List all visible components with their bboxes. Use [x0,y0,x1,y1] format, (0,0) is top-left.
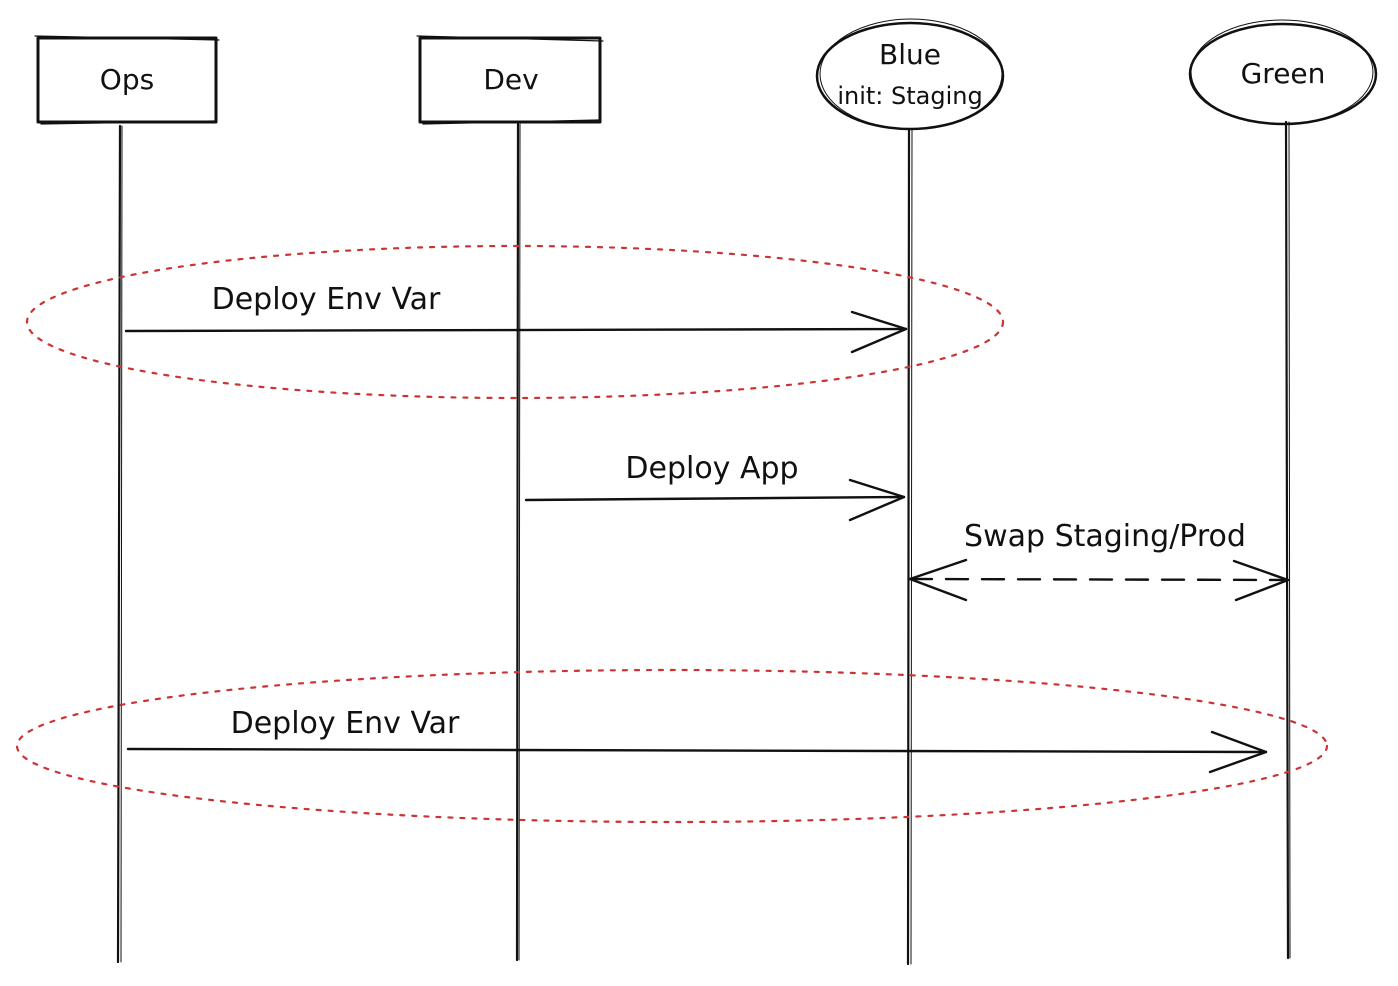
actor-blue-label: Blue [879,38,941,71]
message-1-label: Deploy Env Var [212,282,441,317]
message-deploy-env-var-2: Deploy Env Var [126,706,1268,774]
message-4-arrow [126,747,1268,754]
message-deploy-app: Deploy App [524,451,906,522]
lifeline-dev [515,122,520,962]
actor-green: Green [1188,19,1378,126]
lifeline-ops [116,124,122,964]
actor-green-label: Green [1241,57,1326,90]
lifeline-green [1284,120,1290,960]
actor-blue-sublabel: init: Staging [837,82,982,110]
actor-ops-label: Ops [100,63,154,96]
message-2-label: Deploy App [625,451,798,486]
actor-ops: Ops [34,35,220,125]
lifeline-blue [906,128,911,966]
message-2-arrow [524,495,906,502]
message-1-arrow [124,327,908,333]
highlight-group-1 [25,244,1005,400]
message-swap-staging-prod: Swap Staging/Prod [908,519,1290,602]
message-deploy-env-var-1: Deploy Env Var [124,282,908,354]
lifelines [116,120,1291,966]
message-3-label: Swap Staging/Prod [964,519,1246,554]
highlight-group-2 [15,668,1329,824]
actor-dev-label: Dev [483,63,538,96]
actor-blue: Blue init: Staging [815,18,1005,131]
actor-dev: Dev [416,35,604,125]
message-4-label: Deploy Env Var [231,706,460,741]
message-3-arrow [908,577,1290,582]
